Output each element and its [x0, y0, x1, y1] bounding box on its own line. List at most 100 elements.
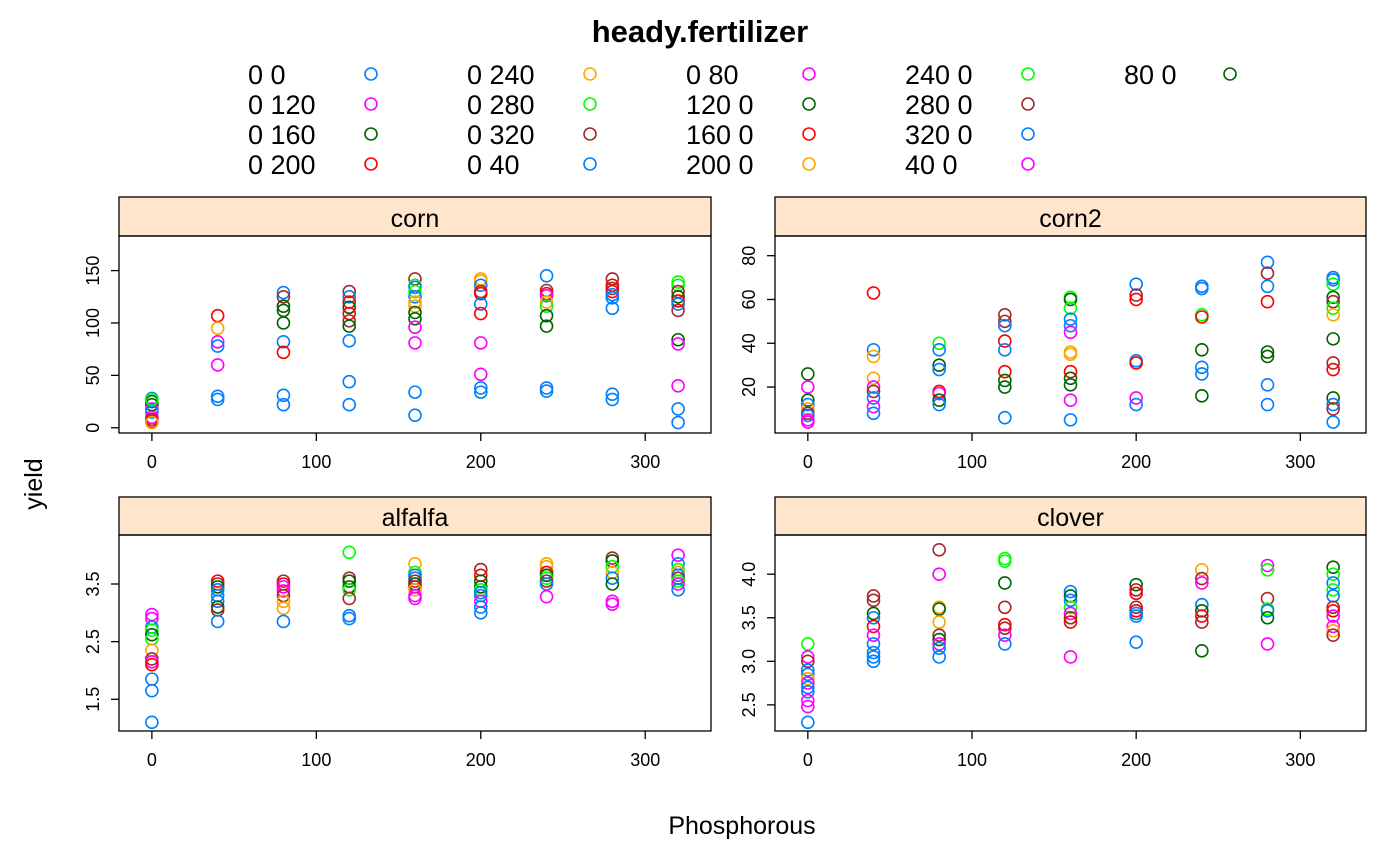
data-point	[1260, 255, 1275, 270]
data-point	[1063, 593, 1078, 608]
legend-label: 240 0	[905, 60, 973, 90]
data-point	[1260, 558, 1275, 573]
legend-label: 0 80	[686, 60, 739, 90]
data-point	[866, 650, 881, 664]
data-point	[1129, 577, 1143, 592]
data-point	[801, 650, 815, 664]
data-point	[473, 336, 488, 350]
data-point	[605, 291, 620, 305]
data-point	[1129, 583, 1143, 597]
data-point	[866, 349, 881, 364]
data-point	[932, 628, 946, 642]
data-point	[342, 300, 357, 315]
data-point	[408, 280, 422, 295]
data-point	[866, 286, 881, 300]
strip-label: corn	[391, 205, 440, 233]
data-point	[1195, 644, 1209, 658]
data-point	[1129, 288, 1143, 302]
legend-symbol	[583, 157, 597, 171]
data-point	[866, 619, 881, 634]
y-axis-title: yield	[20, 458, 48, 509]
x-tick-label: 0	[803, 452, 813, 472]
data-point	[342, 611, 357, 626]
data-point	[1195, 343, 1209, 357]
data-point	[342, 374, 357, 389]
legend-symbol	[802, 127, 816, 141]
data-point	[671, 379, 685, 393]
data-point	[1326, 619, 1340, 634]
legend-label: 0 320	[467, 120, 535, 150]
data-point	[605, 571, 620, 586]
x-tick-label: 200	[1121, 750, 1151, 770]
data-point	[605, 301, 620, 316]
data-point	[671, 337, 685, 351]
data-point	[1129, 356, 1143, 370]
data-point	[408, 295, 422, 309]
data-point	[342, 608, 357, 623]
legend-label: 320 0	[905, 120, 973, 150]
data-point	[1129, 391, 1143, 405]
data-point	[145, 672, 159, 686]
data-point	[866, 645, 881, 660]
data-point	[1195, 310, 1209, 324]
data-point	[1063, 325, 1078, 340]
data-point	[671, 289, 685, 304]
legend-label: 0 200	[248, 150, 316, 180]
legend-label: 80 0	[1124, 60, 1177, 90]
data-point	[1326, 560, 1340, 575]
data-point	[801, 693, 815, 708]
legend-label: 200 0	[686, 150, 754, 180]
data-point	[998, 314, 1012, 329]
data-point	[998, 628, 1012, 642]
data-point	[408, 582, 422, 597]
y-tick-label: 3.5	[83, 571, 103, 596]
data-point	[1326, 628, 1340, 642]
data-point	[210, 339, 225, 353]
data-point	[801, 667, 815, 682]
data-point	[801, 715, 815, 730]
data-point	[342, 319, 357, 333]
data-point	[1260, 637, 1275, 651]
data-point	[210, 614, 225, 629]
data-point	[932, 343, 946, 357]
data-point	[1326, 301, 1340, 316]
data-point	[998, 373, 1012, 388]
data-point	[342, 289, 357, 304]
data-point	[671, 402, 685, 416]
data-point	[998, 576, 1012, 590]
data-point	[1129, 600, 1143, 615]
data-point	[998, 617, 1012, 632]
data-point	[276, 345, 291, 360]
legend-label: 40 0	[905, 150, 958, 180]
data-point	[1326, 567, 1340, 582]
data-point	[1129, 397, 1143, 412]
data-point	[671, 577, 685, 591]
data-point	[998, 600, 1012, 615]
data-point	[1063, 371, 1078, 386]
data-point	[671, 297, 685, 311]
data-point	[1063, 292, 1078, 307]
data-point	[1326, 362, 1340, 377]
data-point	[539, 269, 554, 283]
data-point	[1129, 586, 1143, 601]
data-point	[932, 602, 946, 616]
data-point	[145, 715, 159, 730]
data-point	[1326, 307, 1340, 322]
data-point	[866, 371, 881, 386]
data-point	[276, 299, 291, 314]
data-point	[1326, 272, 1340, 287]
x-axis-title: Phosphorous	[668, 812, 815, 840]
data-point	[932, 393, 946, 407]
legend-symbol	[1021, 97, 1035, 111]
y-tick-label: 3.0	[739, 649, 759, 674]
data-point	[276, 316, 291, 330]
data-point	[145, 627, 159, 642]
data-point	[605, 594, 620, 609]
y-tick-label: 2.5	[83, 629, 103, 654]
data-point	[539, 288, 554, 303]
data-point	[801, 671, 815, 686]
data-point	[866, 589, 881, 603]
data-point	[866, 606, 881, 621]
y-tick-label: 60	[739, 289, 759, 309]
